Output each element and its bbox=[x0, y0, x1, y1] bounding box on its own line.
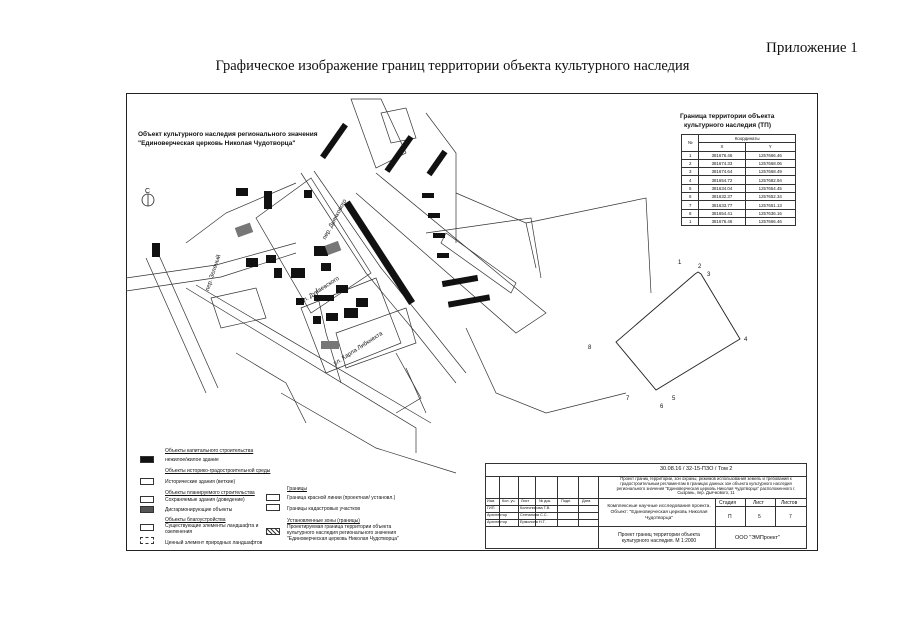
legend-swatch bbox=[266, 504, 280, 511]
appendix-label: Приложение 1 bbox=[766, 40, 858, 56]
stamp-sheet-label: Лист bbox=[753, 500, 764, 506]
legend-item-2: Исторические здания (ветхие) bbox=[165, 479, 236, 485]
legend-swatch bbox=[266, 528, 280, 535]
object-caption-line1: Объект культурного наследия региональног… bbox=[138, 131, 318, 138]
legend-header-4: Объекты благоустройства bbox=[165, 517, 226, 523]
legend-swatch bbox=[140, 478, 154, 485]
stamp-role: Архитектор bbox=[487, 513, 508, 517]
object-caption-line2: "Единоверческая церковь Николая Чудотвор… bbox=[138, 140, 296, 147]
stamp-name: Степанова С.С. bbox=[520, 513, 548, 517]
street-edge bbox=[300, 172, 457, 384]
legend-swatch bbox=[140, 524, 154, 531]
stamp-sheets: 7 bbox=[789, 514, 792, 520]
stamp-drawing-title: Проект границ территории объекта культур… bbox=[618, 532, 700, 544]
stamp-description: Проект границ территории, зон охраны, ре… bbox=[616, 476, 796, 496]
stamp-role: ГИП bbox=[487, 506, 495, 510]
col-coords-header: Координаты bbox=[698, 133, 796, 144]
col-num-header: № bbox=[680, 134, 700, 152]
legend-header-6: Установленные зоны (границы) bbox=[287, 518, 360, 524]
stamp-work-title: Комплексные научные исследования проекта… bbox=[607, 504, 711, 521]
north-letter: С bbox=[145, 188, 151, 195]
stamp-col-header: Подп. bbox=[561, 499, 572, 503]
stamp-col-header: Дата bbox=[582, 499, 591, 503]
vertex-label-8: 8 bbox=[588, 345, 592, 351]
legend-item-4: Дисгармонирующие объекты bbox=[165, 507, 233, 513]
legend-item-7: Граница красной линии (проектная/ устано… bbox=[287, 495, 396, 501]
legend-item-9: Проектируемая граница территории объекта… bbox=[287, 524, 399, 542]
stamp-stage: П bbox=[728, 514, 732, 520]
stamp-company: ООО "ЭМПроект" bbox=[735, 535, 780, 541]
col-x-header: X bbox=[698, 142, 746, 152]
stamp-col-header: Кол. уч. bbox=[502, 499, 516, 503]
boundary-polygon bbox=[615, 271, 741, 391]
legend-header-5: Границы bbox=[287, 486, 307, 492]
page-title: Графическое изображение границ территори… bbox=[215, 58, 690, 74]
vertex-label-2: 2 bbox=[698, 264, 702, 270]
stamp-sheets-label: Листов bbox=[781, 500, 798, 506]
coords-title-line2: культурного наследия (ТП) bbox=[684, 122, 771, 129]
stamp-code: 30.08.16 / 32-15-ПЗО / Том 2 bbox=[660, 466, 733, 472]
stamp-sheet: 5 bbox=[758, 514, 761, 520]
legend-swatch bbox=[140, 537, 154, 544]
coords-title-line1: Граница территории объекта bbox=[680, 113, 775, 120]
col-y-header: Y bbox=[744, 142, 796, 152]
legend-item-5: Существующие элементы ландшафта и озелен… bbox=[165, 523, 259, 535]
vertex-label-5: 5 bbox=[672, 396, 676, 402]
legend-item-6: Ценный элемент природных ландшафтов bbox=[165, 540, 263, 546]
legend-item-3: Сохраняемые здания (доведение) bbox=[165, 497, 245, 503]
legend-header-1: Объекты капитального строительства bbox=[165, 448, 254, 454]
stamp-col-header: Лист bbox=[521, 499, 530, 503]
legend-item-1: нежилое/жилое здание bbox=[165, 457, 219, 463]
legend-swatch bbox=[140, 456, 154, 463]
site-plan-map bbox=[126, 98, 741, 474]
drawing-sheet bbox=[126, 93, 818, 551]
street-edge bbox=[126, 242, 297, 279]
stamp-name: Ермолина Н.Т. bbox=[520, 520, 546, 524]
stamp-col-header: № док. bbox=[539, 499, 552, 503]
legend-swatch bbox=[266, 494, 280, 501]
vertex-label-3: 3 bbox=[707, 272, 711, 278]
stamp-stage-label: Стадия bbox=[719, 500, 737, 506]
stamp-col-header: Изм. bbox=[487, 499, 496, 503]
long-building bbox=[343, 200, 416, 305]
legend-item-8: Границы кадастровых участков bbox=[287, 506, 361, 512]
legend-swatch bbox=[140, 496, 154, 503]
vertex-label-1: 1 bbox=[678, 260, 682, 266]
stamp-role: Архитектор bbox=[487, 520, 508, 524]
vertex-label-4: 4 bbox=[744, 337, 748, 343]
legend-swatch bbox=[140, 506, 154, 513]
legend-header-2: Объекты историко-градостроительной среды bbox=[165, 468, 271, 474]
stamp-name: Колесникова Т.В. bbox=[520, 506, 551, 510]
vertex-label-7: 7 bbox=[626, 396, 630, 402]
vertex-label-6: 6 bbox=[660, 404, 664, 410]
legend-header-3: Объекты планируемого строительства bbox=[165, 490, 255, 496]
